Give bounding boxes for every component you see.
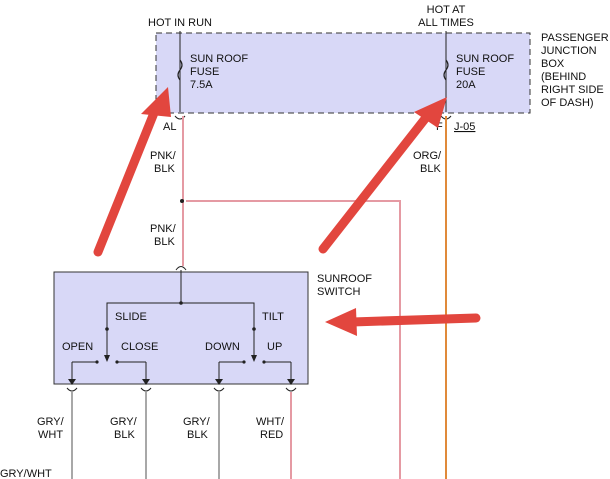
splice-dot: [180, 199, 184, 203]
junction-box-label-5: RIGHT SIDE: [541, 84, 604, 96]
junction-box: [155, 32, 531, 114]
connector-f-label: F: [436, 121, 443, 133]
red-arrow-switch: [325, 308, 481, 336]
close-label: CLOSE: [121, 341, 158, 353]
red-arrow-fuse1: [93, 87, 171, 257]
connector-al-label: AL: [163, 121, 176, 133]
red-arrow-fuse2: [318, 97, 447, 254]
fuse1-symbol: [177, 59, 183, 81]
connector-al-symbol: [174, 115, 186, 120]
wire-pnk-blk-mid-label-2: BLK: [154, 236, 175, 248]
down-bottom-connector: [213, 387, 225, 392]
wire-wht-red-label-2: RED: [260, 429, 283, 441]
slide-switch-blade: [104, 355, 110, 362]
up-contact-dot: [262, 360, 266, 364]
wire-gry-blk-1-label-2: BLK: [114, 429, 135, 441]
wire-gry-blk-2-label-2: BLK: [187, 429, 208, 441]
switch-label-2: SWITCH: [317, 286, 360, 298]
wire-gry-blk-1-label-1: GRY/: [110, 416, 138, 428]
slide-node-dot: [105, 327, 109, 331]
junction-box-label-3: BOX: [541, 58, 565, 70]
wire-pnk-blk-top-label-1: PNK/: [150, 150, 177, 162]
open-contact-dot: [95, 360, 99, 364]
open-output-arrow: [68, 379, 76, 385]
tilt-label: TILT: [262, 311, 284, 323]
fuse1-label-3: 7.5A: [190, 79, 213, 91]
hot-in-run-label: HOT IN RUN: [148, 17, 212, 29]
fuse1-label-1: SUN ROOF: [190, 53, 248, 65]
open-bottom-connector: [66, 387, 78, 392]
wire-gry-wht-label-2: WHT: [38, 429, 63, 441]
open-label: OPEN: [62, 341, 93, 353]
switch-top-connector: [175, 266, 187, 271]
up-label: UP: [267, 341, 282, 353]
wire-gry-blk-2-label-1: GRY/: [183, 416, 211, 428]
junction-box-label-2: JUNCTION: [541, 45, 597, 57]
close-bottom-connector: [140, 387, 152, 392]
fuse2-symbol: [443, 59, 449, 81]
connector-j05-label: J-05: [454, 121, 475, 133]
tilt-node-dot: [252, 327, 256, 331]
fuse2-label-2: FUSE: [456, 66, 485, 78]
down-contact-dot: [242, 360, 246, 364]
wire-gry-wht-label-1: GRY/: [37, 416, 65, 428]
wire-org-blk-label-2: BLK: [420, 163, 441, 175]
junction-box-label-4: (BEHIND: [541, 71, 586, 83]
junction-box-label-6: OF DASH): [541, 97, 594, 109]
wire-pnk-blk-top-label-2: BLK: [154, 163, 175, 175]
down-output-arrow: [215, 379, 223, 385]
wire-gry-wht-bottom-label: GRY/WHT: [0, 468, 52, 479]
up-output-arrow: [287, 379, 295, 385]
close-output-arrow: [142, 379, 150, 385]
junction-box-label-1: PASSENGER: [541, 32, 609, 44]
hot-at-all-times-label-2: ALL TIMES: [418, 17, 474, 29]
fuse2-label-1: SUN ROOF: [456, 53, 514, 65]
wire-pnk-blk-mid-label-1: PNK/: [150, 223, 177, 235]
wire-pink-branch: [186, 200, 401, 479]
fuse1-label-2: FUSE: [190, 66, 219, 78]
up-bottom-connector: [285, 387, 297, 392]
down-label: DOWN: [205, 341, 240, 353]
wire-org-blk-label-1: ORG/: [413, 150, 442, 162]
wire-wht-red-label-1: WHT/: [256, 416, 285, 428]
fuse2-label-3: 20A: [456, 79, 476, 91]
slide-label: SLIDE: [115, 311, 147, 323]
switch-label-1: SUNROOF: [317, 273, 372, 285]
tilt-switch-blade: [251, 355, 257, 362]
hot-at-all-times-label-1: HOT AT: [427, 4, 466, 16]
close-contact-dot: [115, 360, 119, 364]
